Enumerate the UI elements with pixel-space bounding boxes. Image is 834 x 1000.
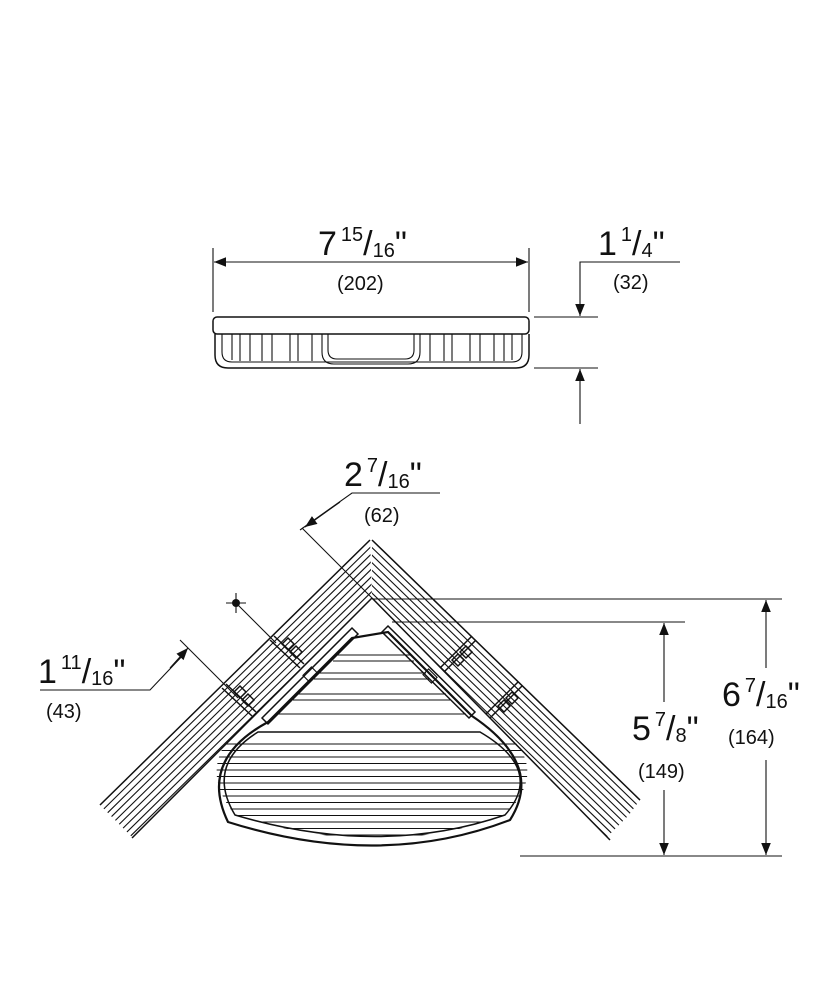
drill-point-marker (226, 593, 277, 644)
hatch-line (372, 574, 608, 838)
hatch-line (372, 578, 604, 840)
hatch-line (103, 543, 372, 810)
basket-inner-outline (221, 334, 523, 363)
wall-dim-extension (301, 527, 373, 599)
hatch-line (138, 578, 372, 838)
outer-depth-metric-label: (164) (728, 727, 775, 749)
offset-metric-label: (43) (46, 701, 82, 723)
hatch-line (372, 570, 612, 834)
basket-outline (214, 334, 530, 369)
hatch-line (372, 558, 624, 822)
basket-tray-wires (216, 743, 528, 836)
hatch-line (111, 551, 372, 817)
height-metric-label: (32) (613, 272, 649, 294)
width-metric-label: (202) (337, 273, 384, 295)
basket-tray-outline (218, 630, 523, 847)
anchor-right-upper (439, 635, 477, 673)
hatch-line (118, 558, 372, 825)
offset-dim-extension (179, 639, 239, 699)
wall-dim-arrow (304, 501, 341, 528)
left-mounting-rail (260, 626, 360, 726)
hatch-line (126, 566, 372, 833)
hatch-line (372, 543, 639, 807)
left-wall (99, 539, 373, 839)
wall-metric-label: (62) (364, 505, 400, 527)
shelf-plate (212, 316, 530, 335)
hatch-line (372, 551, 631, 814)
clip-right (422, 668, 438, 684)
hatch-line (122, 562, 372, 829)
offset-dim-leader (40, 651, 187, 691)
inner-depth-metric-label: (149) (638, 761, 685, 783)
basket-tray-inner (223, 731, 521, 838)
hatch-line (372, 555, 627, 818)
anchor-left-lower (221, 683, 257, 717)
height-leader (575, 261, 680, 316)
anchor-left-upper (269, 635, 305, 669)
hatch-line (372, 562, 620, 826)
anchor-right-lower (485, 681, 523, 719)
hatch-line (115, 555, 372, 821)
hatch-line (372, 566, 616, 830)
hatch-line (372, 547, 635, 811)
right-wall (371, 539, 641, 841)
hatch-line (134, 574, 372, 838)
basket-wires (231, 334, 513, 365)
right-mounting-rail (380, 624, 477, 720)
offset-dim-arrow (169, 647, 189, 669)
basket-upper-wires (276, 654, 466, 715)
hatch-line (107, 547, 372, 814)
clip-left (302, 666, 318, 682)
